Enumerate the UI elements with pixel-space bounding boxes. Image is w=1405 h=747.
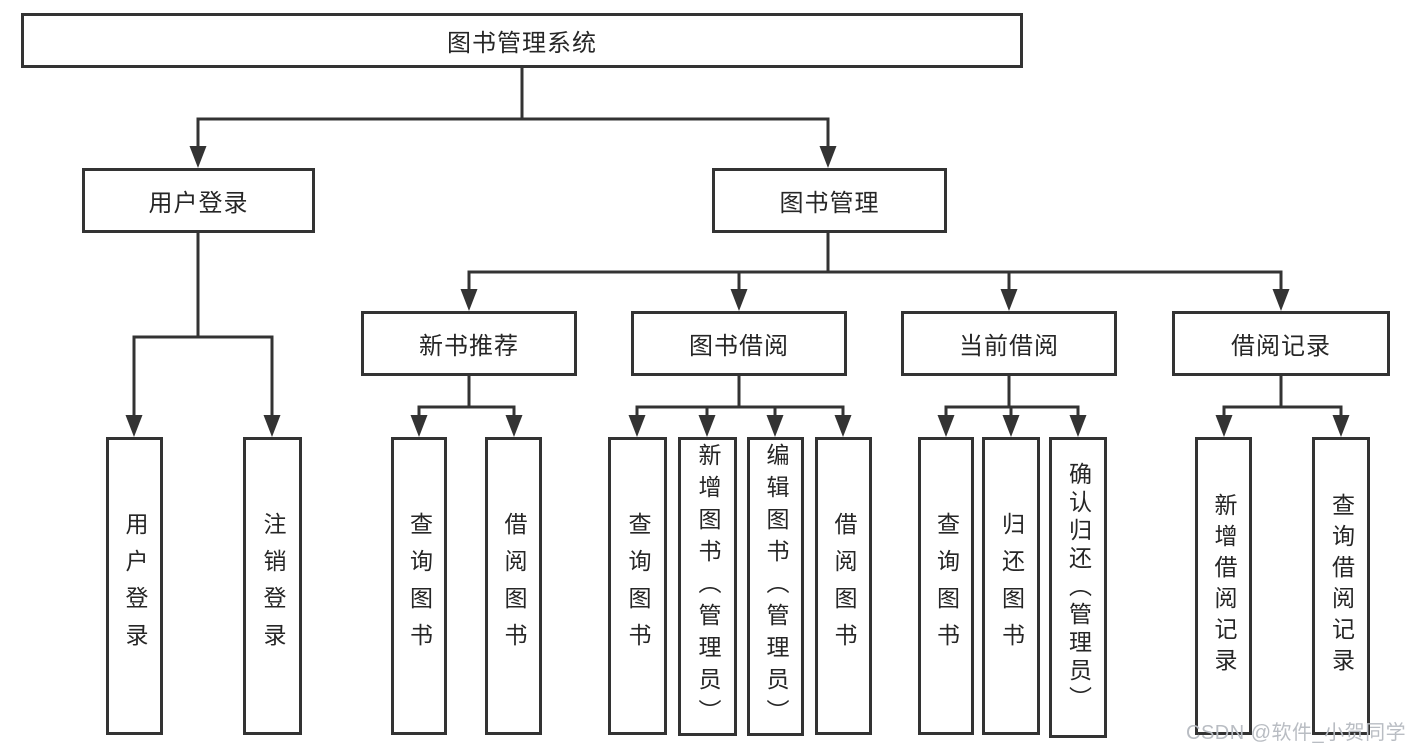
node-label: 编辑图书（管理员） xyxy=(763,442,789,731)
node-label: 查询图书 xyxy=(625,512,651,660)
arrowhead xyxy=(189,146,207,168)
arrowhead xyxy=(125,415,143,437)
leaf-logout: 注销登录 xyxy=(243,437,302,735)
node-new-book-recommend: 新书推荐 xyxy=(361,311,577,376)
csdn-watermark: CSDN @软件_小贺同学 xyxy=(1186,722,1405,744)
node-label: 新增借阅记录 xyxy=(1211,493,1237,679)
leaf-return-books: 归还图书 xyxy=(982,437,1040,735)
node-label: 归还图书 xyxy=(998,512,1025,660)
node-label: 新增图书（管理员） xyxy=(695,442,721,731)
arrowhead xyxy=(834,415,852,437)
leaf-query-books: 查询图书 xyxy=(391,437,447,735)
node-label: 图书借阅 xyxy=(689,333,789,360)
node-label: 用户登录 xyxy=(122,512,148,660)
leaf-query-books: 查询图书 xyxy=(918,437,974,735)
arrowhead xyxy=(1272,289,1290,311)
arrowhead xyxy=(1215,415,1233,437)
leaf-borrow-books: 借阅图书 xyxy=(815,437,872,735)
arrowhead xyxy=(263,415,281,437)
node-label: 借阅图书 xyxy=(501,512,527,660)
leaf-user-login: 用户登录 xyxy=(106,437,163,735)
node-label: 借阅记录 xyxy=(1231,333,1331,360)
node-label: 查询图书 xyxy=(406,512,433,660)
leaf-query-borrow-record: 查询借阅记录 xyxy=(1312,437,1370,735)
arrowhead xyxy=(410,415,428,437)
node-user-login: 用户登录 xyxy=(82,168,315,233)
leaf-query-books: 查询图书 xyxy=(608,437,667,735)
arrowhead xyxy=(628,415,646,437)
node-book-borrow: 图书借阅 xyxy=(631,311,847,376)
arrowhead xyxy=(1000,289,1018,311)
arrowhead xyxy=(819,146,837,168)
node-root-system: 图书管理系统 xyxy=(21,13,1023,68)
node-label: 图书管理 xyxy=(779,190,880,217)
arrowhead xyxy=(766,415,784,437)
node-book-management: 图书管理 xyxy=(712,168,947,233)
arrowhead xyxy=(460,289,478,311)
arrowhead xyxy=(730,289,748,311)
node-label: 注销登录 xyxy=(260,512,286,660)
arrowhead xyxy=(505,415,523,437)
arrowhead xyxy=(1069,415,1087,437)
arrowhead xyxy=(1332,415,1350,437)
node-label: 图书管理系统 xyxy=(447,30,597,57)
node-label: 查询借阅记录 xyxy=(1328,493,1355,679)
leaf-confirm-return-admin: 确认归还（管理员） xyxy=(1049,437,1107,738)
node-label: 新书推荐 xyxy=(419,333,519,360)
node-label: 确认归还（管理员） xyxy=(1065,461,1092,714)
node-label: 用户登录 xyxy=(148,190,249,217)
node-current-borrow: 当前借阅 xyxy=(901,311,1117,376)
node-label: 查询图书 xyxy=(933,512,960,660)
leaf-edit-books-admin: 编辑图书（管理员） xyxy=(747,437,804,736)
arrowhead xyxy=(1002,415,1020,437)
leaf-add-borrow-record: 新增借阅记录 xyxy=(1195,437,1252,735)
leaf-add-books-admin: 新增图书（管理员） xyxy=(678,437,737,736)
node-borrow-records: 借阅记录 xyxy=(1172,311,1390,376)
arrowhead xyxy=(937,415,955,437)
node-label: 当前借阅 xyxy=(959,333,1059,360)
node-label: 借阅图书 xyxy=(831,512,857,660)
arrowhead xyxy=(698,415,716,437)
leaf-borrow-books: 借阅图书 xyxy=(485,437,542,735)
